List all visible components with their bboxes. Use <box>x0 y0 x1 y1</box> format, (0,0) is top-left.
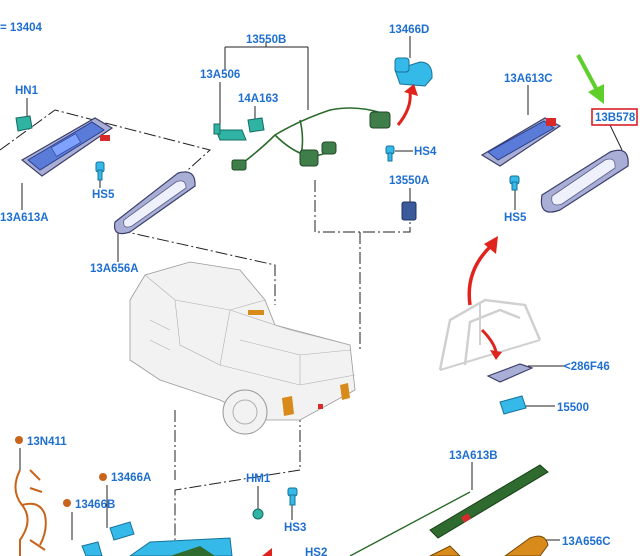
label-13n411[interactable]: 13N411 <box>27 436 67 448</box>
truck-illustration <box>129 261 356 435</box>
label-13a506[interactable]: 13A506 <box>200 69 240 81</box>
label-13a656a[interactable]: 13A656A <box>90 263 139 275</box>
label-13466a[interactable]: 13466A <box>111 472 151 484</box>
highlight-box-13b578 <box>591 108 638 126</box>
label-13b578[interactable]: 13B578 <box>595 112 636 124</box>
label-hs3[interactable]: HS3 <box>284 522 306 534</box>
bulb-socket-13466a[interactable] <box>109 521 135 541</box>
high-mount-lamp-13a613c[interactable] <box>480 117 562 167</box>
label-286f46[interactable]: <286F46 <box>564 361 610 373</box>
red-arrow-up <box>467 236 498 306</box>
screw-hs5-right[interactable] <box>509 175 520 191</box>
high-mount-lamp-13a613a[interactable] <box>20 117 114 177</box>
label-13550a[interactable]: 13550A <box>389 175 429 187</box>
label-13550b[interactable]: 13550B <box>246 34 286 46</box>
bulb-socket-13466b[interactable] <box>81 541 103 556</box>
lens-13a656c[interactable] <box>429 535 549 556</box>
lens-13a656a[interactable] <box>113 171 196 235</box>
label-15500[interactable]: 15500 <box>557 402 589 414</box>
lens-13b578[interactable] <box>540 149 629 213</box>
lamp-strip-13a613b[interactable] <box>349 464 549 556</box>
harness-13n411[interactable] <box>14 436 107 556</box>
label-hs4[interactable]: HS4 <box>414 146 437 158</box>
label-hs5-right[interactable]: HS5 <box>504 212 527 224</box>
label-hs2[interactable]: HS2 <box>305 547 327 556</box>
red-arrow-hs2 <box>262 548 272 556</box>
screw-hs4[interactable] <box>385 145 395 162</box>
clip-14a163[interactable] <box>247 117 265 133</box>
bulb-socket-13466d[interactable] <box>394 57 433 87</box>
red-arrow-head-13466d <box>404 84 418 96</box>
label-hn1[interactable]: HN1 <box>15 85 39 97</box>
labels: = 13404 13550B 13466D HN1 13A506 14A163 … <box>0 22 638 556</box>
label-13466b[interactable]: 13466B <box>75 499 115 511</box>
screw-hs3[interactable] <box>287 487 298 506</box>
screw-hs5-left[interactable] <box>95 161 105 181</box>
roll-bar-illustration <box>438 298 542 371</box>
red-arrow-13466d <box>396 91 412 126</box>
red-bulb-left[interactable] <box>100 135 110 141</box>
label-hm1[interactable]: HM1 <box>246 473 271 485</box>
label-13466d[interactable]: 13466D <box>389 24 429 36</box>
lamp-286f46[interactable] <box>486 363 534 383</box>
tail-lamp-assembly[interactable] <box>129 537 233 556</box>
green-arrow <box>576 54 604 104</box>
label-hs5-left[interactable]: HS5 <box>92 189 115 201</box>
label-13a613c[interactable]: 13A613C <box>504 73 553 85</box>
wiring-harness-13550b[interactable] <box>231 107 391 171</box>
switch-15500[interactable] <box>499 395 527 415</box>
label-13404[interactable]: = 13404 <box>0 22 43 34</box>
label-13a656c[interactable]: 13A656C <box>562 536 611 548</box>
red-arrow-down <box>480 328 502 360</box>
label-14a163[interactable]: 14A163 <box>238 93 278 105</box>
label-13a613a[interactable]: 13A613A <box>0 212 49 224</box>
bracket-13a506[interactable] <box>213 123 247 141</box>
clip-hn1[interactable] <box>15 115 33 132</box>
connector-13550a[interactable] <box>401 201 417 221</box>
leader-lines <box>0 36 623 541</box>
label-13a613b[interactable]: 13A613B <box>449 450 498 462</box>
nut-hm1[interactable] <box>252 508 264 520</box>
